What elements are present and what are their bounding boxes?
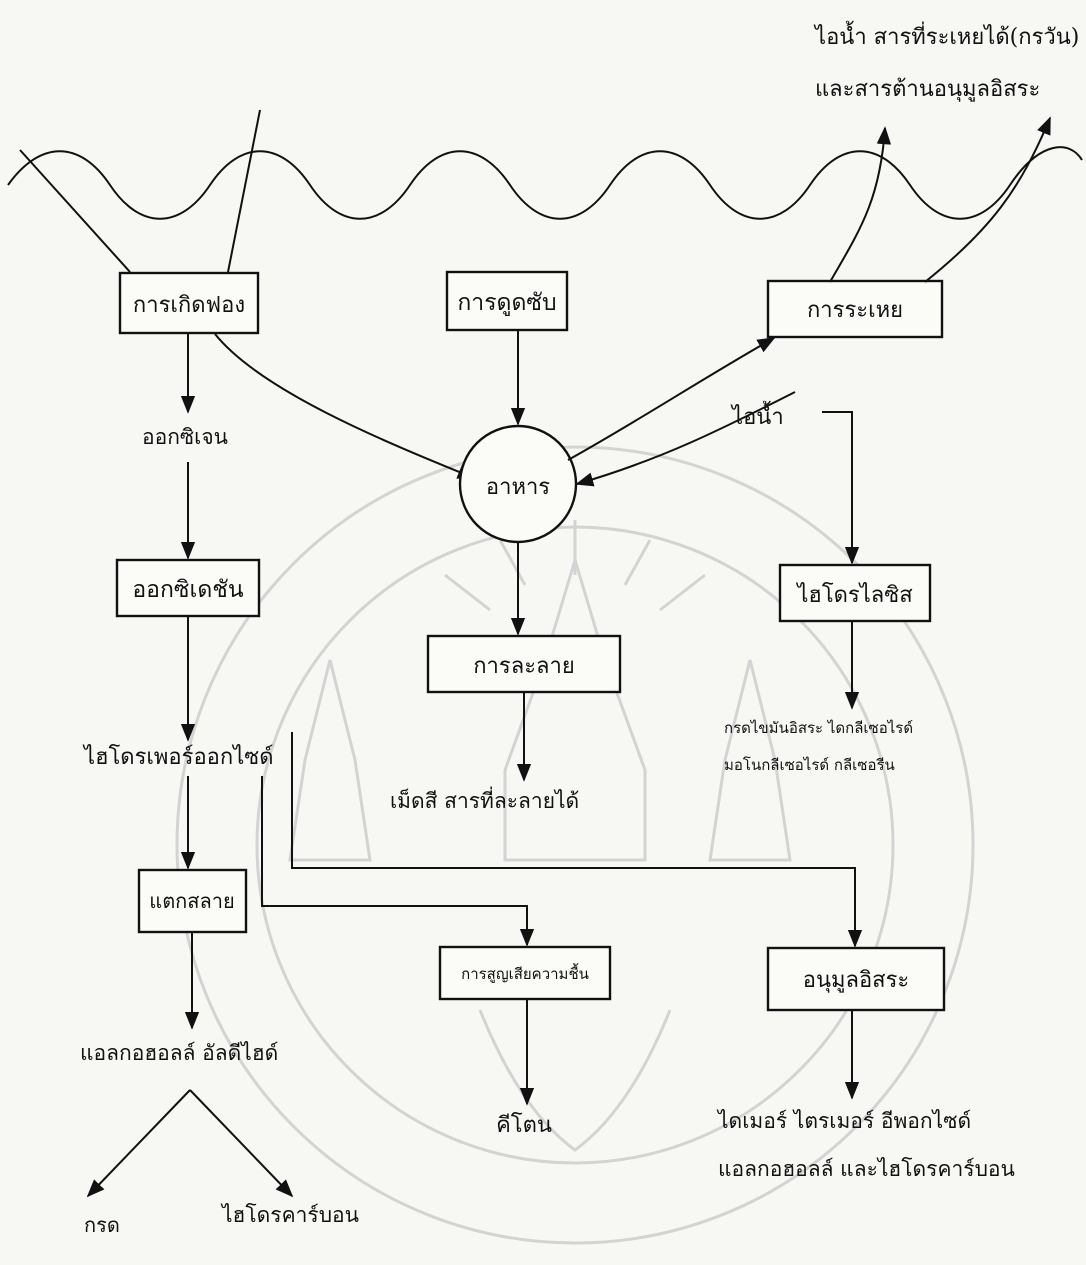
moisture-loss-label: การสูญเสียความชื้น [461, 963, 589, 983]
hydroperoxide-text: ไฮโดรเพอร์ออกไซด์ [82, 744, 274, 770]
food-label: อาหาร [486, 475, 550, 500]
arrow-foaming-food [215, 334, 474, 478]
aldehyde-text: แอลกอฮอลล์ อัลดีไฮด์ [80, 1041, 278, 1065]
dissolution-label: การละลาย [473, 654, 575, 679]
ketone-text: คีโตน [496, 1112, 552, 1138]
arrow-aldehyde-acid [88, 1090, 190, 1196]
hydrolysis-label: ไฮโดรไลซิส [795, 582, 913, 608]
top-label-line1: ไอน้ำ สารที่ระเหยได้(กรวัน) [813, 21, 1079, 50]
fatty-acids-line2: มอโนกลีเซอไรด์ กลีเซอรีน [724, 756, 895, 774]
polymer-line2: แอลกอฮอลล์ และไฮโดรคาร์บอน [718, 1157, 1015, 1181]
polymer-line1: ไดเมอร์ ไตรเมอร์ อีพอกไซด์ [716, 1109, 971, 1133]
oxidation-label: ออกซิเดชัน [132, 577, 244, 603]
foaming-entry-line-left [20, 150, 130, 272]
foaming-label: การเกิดฟอง [133, 293, 245, 318]
free-radical-label: อนุมูลอิสระ [803, 968, 910, 993]
oxygen-text: ออกซิเจน [142, 425, 228, 449]
absorption-label: การดูดซับ [457, 290, 556, 316]
steam-text: ไอน้ำ [730, 401, 784, 430]
oil-surface-wave [8, 147, 1082, 219]
foaming-entry-line-right [228, 110, 260, 272]
arrow-aldehyde-hydrocarbon [190, 1090, 292, 1196]
pigment-text: เม็ดสี สารที่ละลายได้ [390, 786, 579, 813]
hydrocarbon-text: ไฮโดรคาร์บอน [220, 1203, 359, 1227]
acid-text: กรด [84, 1213, 120, 1237]
evaporation-label: การระเหย [807, 298, 903, 323]
top-label-line2: และสารต้านอนุมูลอิสระ [815, 77, 1040, 102]
breakdown-label: แตกสลาย [149, 889, 234, 913]
fatty-acids-line1: กรดไขมันอิสระ ไดกลีเซอไรด์ [724, 719, 913, 737]
arrow-steam-hydrolysis [822, 412, 852, 563]
evaporation-up-arrow-2 [925, 118, 1050, 282]
arrow-food-evaporation [568, 338, 774, 460]
